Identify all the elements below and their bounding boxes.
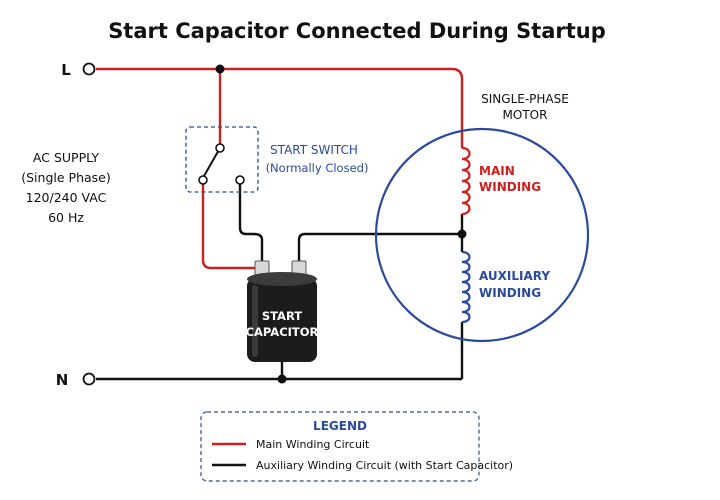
- switch-to-capacitor-wire: [201, 181, 259, 270]
- supply-label-line2: (Single Phase): [21, 170, 110, 185]
- legend-item-aux: Auxiliary Winding Circuit (with Start Ca…: [256, 459, 513, 472]
- motor-label-line1: SINGLE-PHASE: [481, 92, 569, 106]
- capacitor-body: [247, 278, 317, 362]
- diagram-title: Start Capacitor Connected During Startup: [108, 19, 606, 43]
- line-terminal: [82, 62, 96, 76]
- capacitor-highlight: [252, 285, 258, 357]
- legend: LEGEND Main Winding Circuit Auxiliary Wi…: [200, 411, 513, 482]
- main-winding-coil: [461, 146, 471, 216]
- start-switch-label: START SWITCH: [270, 143, 358, 157]
- start-switch: [185, 126, 259, 193]
- neutral-junction-dot: [277, 374, 287, 384]
- capacitor-to-motor-wire: [297, 232, 462, 262]
- line-terminal-label: L: [61, 61, 71, 79]
- supply-label-line4: 60 Hz: [48, 210, 84, 225]
- supply-label-line3: 120/240 VAC: [26, 190, 107, 205]
- switch-contact-arm: [203, 147, 221, 177]
- start-switch-box: [185, 126, 259, 193]
- legend-box: [200, 411, 480, 482]
- winding-junction-dot: [457, 229, 467, 239]
- start-switch-sublabel: (Normally Closed): [266, 161, 369, 175]
- main-circuit-wires: [96, 67, 464, 270]
- capacitor-top: [247, 272, 317, 286]
- aux-winding-coil: [461, 250, 471, 324]
- switch-contact-closed: [198, 175, 208, 185]
- main-winding-label-line1: MAIN: [479, 164, 515, 178]
- capacitor-label-line2: CAPACITOR: [246, 325, 319, 339]
- motor-label-line2: MOTOR: [503, 108, 548, 122]
- legend-item-main: Main Winding Circuit: [256, 438, 370, 451]
- aux-winding-label-line1: AUXILIARY: [479, 269, 550, 283]
- start-capacitor: [247, 260, 317, 362]
- switch-pivot: [215, 143, 225, 153]
- switch-to-capacitor-aux-wire: [238, 184, 264, 262]
- neutral-terminal: [82, 372, 96, 386]
- capacitor-label-line1: START: [262, 309, 302, 323]
- supply-label-line1: AC SUPPLY: [33, 150, 99, 165]
- legend-title: LEGEND: [313, 419, 367, 433]
- aux-winding-label-line2: WINDING: [479, 286, 541, 300]
- motor-housing: [374, 127, 590, 343]
- switch-contact-open: [235, 175, 245, 185]
- neutral-terminal-label: N: [56, 371, 69, 389]
- line-to-main-winding-wire: [451, 67, 464, 148]
- main-winding-label-line2: WINDING: [479, 180, 541, 194]
- line-junction-dot: [215, 64, 225, 74]
